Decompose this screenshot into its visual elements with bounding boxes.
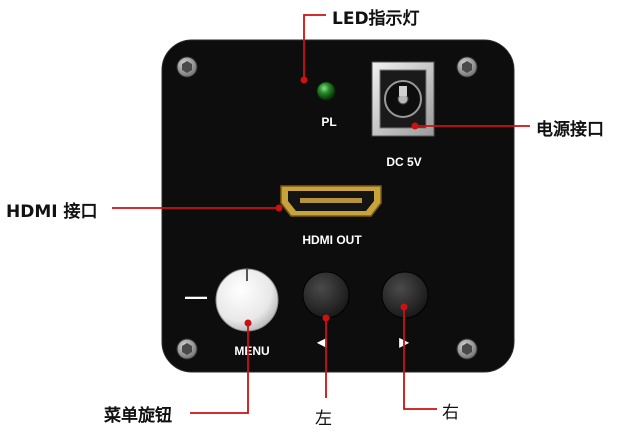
callout-menu-knob: 菜单旋钮 bbox=[104, 406, 172, 426]
callout-line-right bbox=[403, 307, 437, 410]
callout-dot-left bbox=[322, 314, 330, 322]
left-button[interactable] bbox=[302, 271, 350, 319]
callout-dot-menu bbox=[244, 319, 252, 327]
pl-label: PL bbox=[321, 115, 336, 129]
hdmi-out-label: HDMI OUT bbox=[302, 233, 362, 247]
callout-right: 右 bbox=[442, 403, 459, 423]
dc-label: DC 5V bbox=[386, 155, 421, 169]
menu-knob[interactable] bbox=[215, 268, 279, 332]
screw-top-left bbox=[176, 56, 198, 78]
callout-power-port: 电源接口 bbox=[536, 120, 604, 140]
callout-line-led bbox=[303, 14, 326, 78]
callout-dot-hdmi bbox=[275, 204, 283, 212]
led-indicator bbox=[316, 81, 336, 101]
right-button[interactable] bbox=[381, 271, 429, 319]
callout-lines bbox=[112, 14, 530, 414]
menu-label: MENU bbox=[234, 344, 269, 358]
dc-power-jack[interactable] bbox=[371, 61, 435, 137]
callout-dot-power bbox=[411, 122, 419, 130]
callout-led-indicator: LED指示灯 bbox=[332, 9, 420, 29]
callout-line-menu bbox=[190, 323, 249, 414]
left-arrow-label: ◀ bbox=[316, 335, 327, 349]
callout-left: 左 bbox=[315, 409, 332, 429]
screw-bottom-left bbox=[176, 338, 198, 360]
callout-dot-right bbox=[400, 303, 408, 311]
hdmi-port[interactable] bbox=[280, 185, 382, 217]
screw-top-right bbox=[456, 56, 478, 78]
minus-label: — bbox=[185, 284, 207, 309]
callout-hdmi-port: HDMI 接口 bbox=[6, 202, 98, 222]
screw-bottom-right bbox=[456, 338, 478, 360]
callout-dot-led bbox=[300, 76, 308, 84]
callout-dots bbox=[244, 76, 419, 327]
